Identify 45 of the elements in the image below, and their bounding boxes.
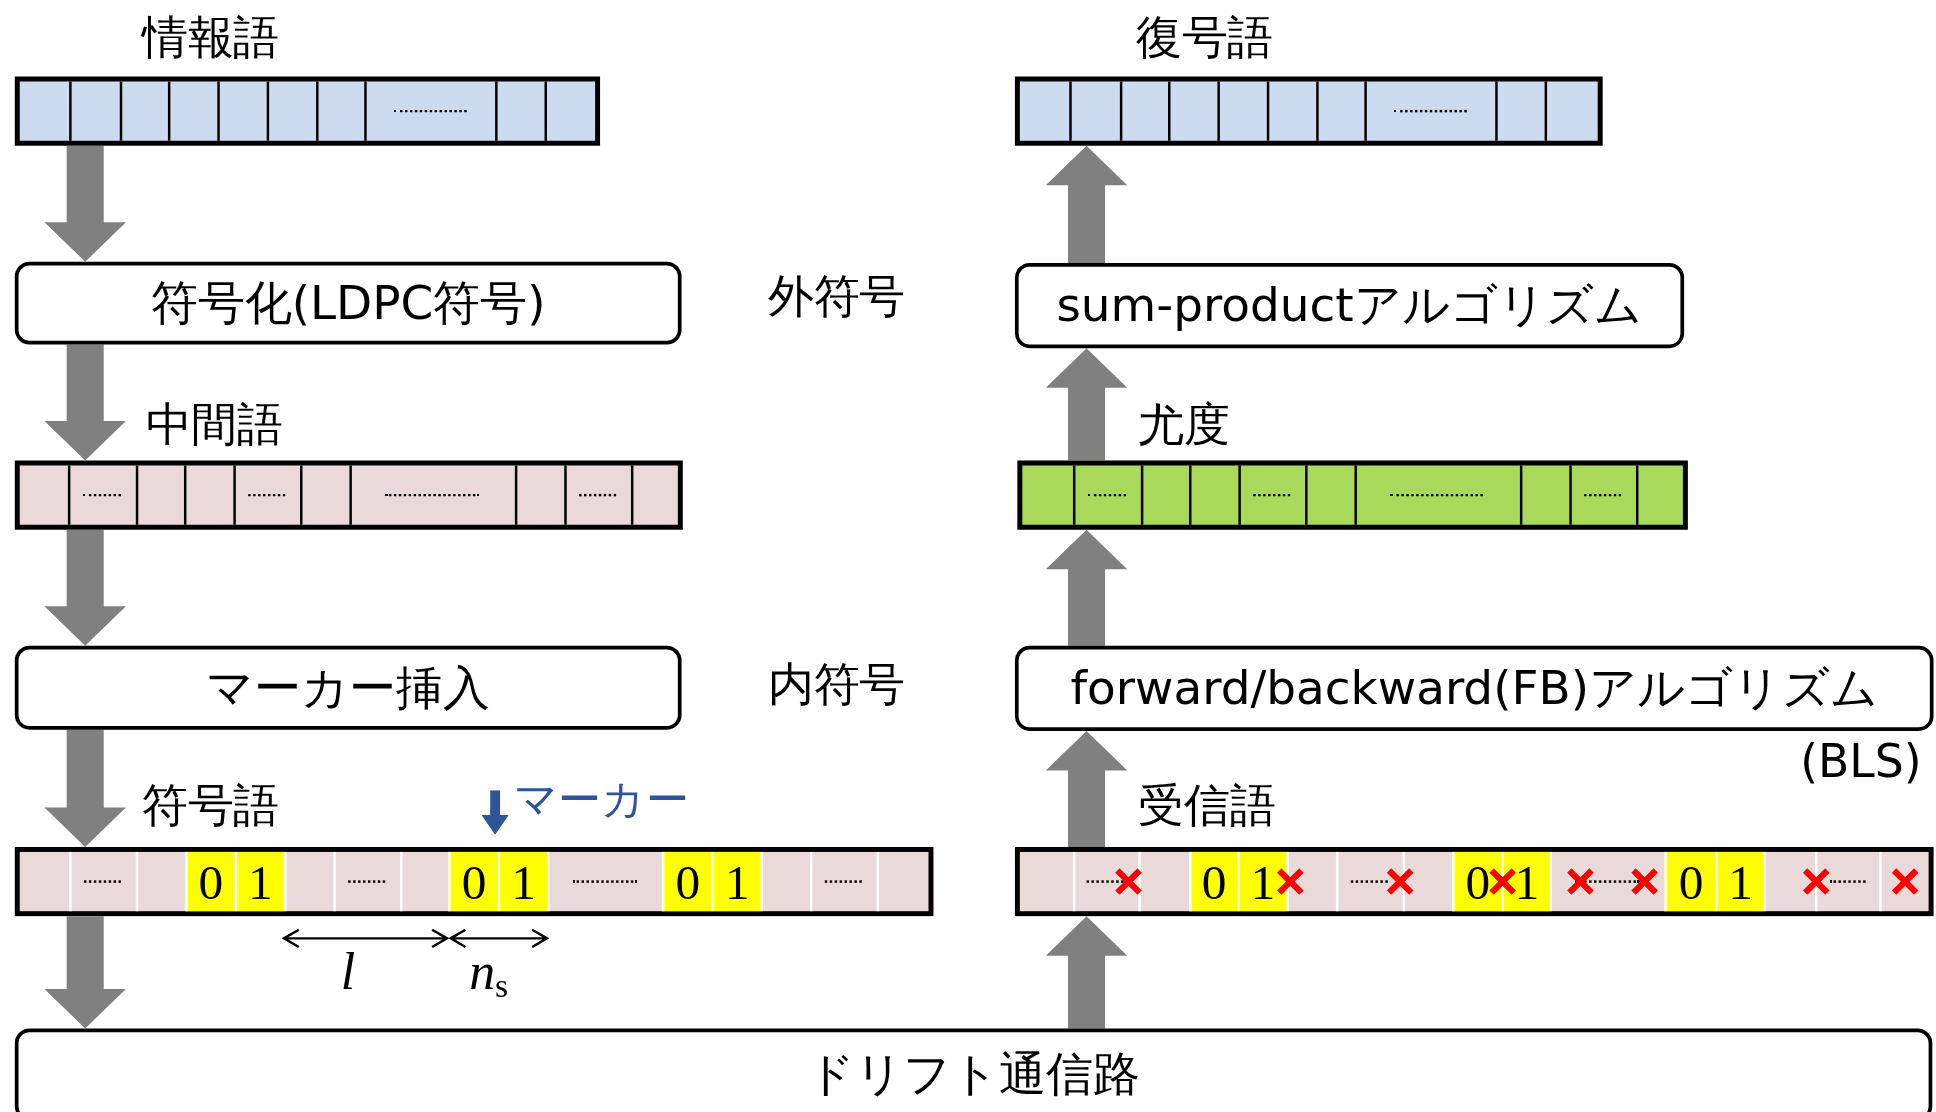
arrow bbox=[44, 145, 126, 262]
bit-cell: 0 bbox=[1664, 851, 1715, 912]
bit-cell: 0 bbox=[662, 851, 712, 912]
side-note: (BLS) bbox=[1800, 738, 1922, 785]
marker-label: マーカー bbox=[513, 777, 689, 822]
bit-cell: 1 bbox=[1501, 851, 1550, 912]
bit-cell: 0 bbox=[184, 851, 235, 912]
arrow bbox=[1045, 916, 1128, 1029]
sequence-label: 受信語 bbox=[1138, 782, 1276, 829]
bit-sequence bbox=[1014, 847, 1934, 917]
bit-sequence bbox=[14, 460, 683, 530]
bit-cell: 0 bbox=[448, 851, 498, 912]
arrow bbox=[1045, 145, 1128, 263]
dimension-label: n$_{s}$ bbox=[469, 945, 509, 1004]
process-box: ドリフト通信路 bbox=[14, 1028, 1933, 1112]
sequence-label: 符号語 bbox=[142, 782, 280, 829]
arrow bbox=[44, 729, 126, 847]
arrow bbox=[44, 529, 126, 646]
bit-sequence bbox=[14, 847, 934, 917]
sequence-label: 復号語 bbox=[1135, 14, 1273, 61]
bit-cell: 1 bbox=[234, 851, 284, 912]
process-box: forward/backward(FB)アルゴリズム bbox=[1014, 645, 1934, 731]
bit-sequence bbox=[1017, 460, 1688, 530]
bit-cell: 0 bbox=[1452, 851, 1502, 912]
bit-cell: 1 bbox=[497, 851, 548, 912]
sequence-label: 情報語 bbox=[142, 14, 280, 61]
process-box: 符号化(LDPC符号) bbox=[14, 261, 682, 345]
bit-cell: 1 bbox=[1237, 851, 1287, 912]
side-label: 内符号 bbox=[768, 661, 906, 708]
sequence-label: 尤度 bbox=[1138, 401, 1230, 447]
arrow bbox=[1045, 348, 1128, 461]
bit-sequence bbox=[1014, 76, 1603, 146]
arrow bbox=[44, 916, 126, 1029]
bit-cell: 1 bbox=[711, 851, 762, 912]
arrow bbox=[44, 344, 126, 461]
bit-cell: 1 bbox=[1714, 851, 1764, 912]
bit-cell: 0 bbox=[1188, 851, 1238, 912]
dimension-label: l bbox=[340, 945, 356, 998]
process-box: マーカー挿入 bbox=[14, 645, 682, 730]
arrow bbox=[1045, 529, 1128, 646]
process-box: sum-productアルゴリズム bbox=[1014, 263, 1685, 349]
sequence-label: 中間語 bbox=[145, 401, 283, 447]
side-label: 外符号 bbox=[768, 274, 906, 320]
bit-sequence bbox=[14, 76, 601, 146]
arrow bbox=[1045, 730, 1128, 847]
